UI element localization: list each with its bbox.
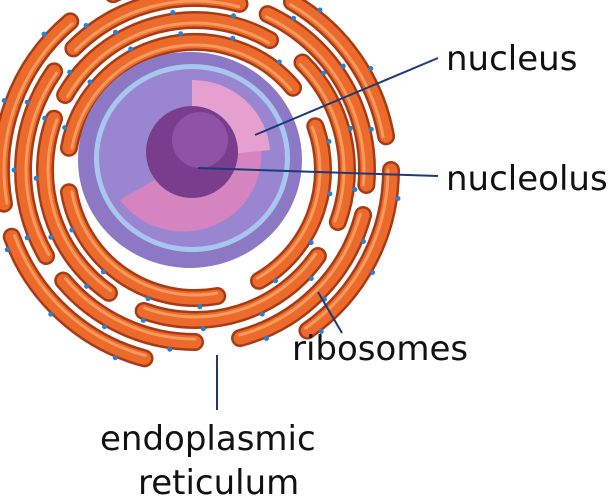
ribosome-dot	[395, 196, 401, 202]
er-cisterna	[298, 63, 346, 223]
ribosome-dot	[87, 79, 93, 85]
ribosome-dot	[327, 191, 333, 197]
er-cisterna	[304, 168, 390, 330]
ribosome-dot	[370, 270, 376, 275]
er-cisterna	[261, 7, 374, 192]
ribosome-dot	[308, 275, 314, 281]
ribosome-dot	[352, 187, 358, 193]
ribosome-dot	[348, 125, 354, 131]
er-cisterna	[70, 190, 219, 297]
nucleolus-label: nucleolus	[446, 159, 608, 199]
ribosome-dot	[84, 283, 90, 289]
ribosome-dot	[62, 125, 68, 131]
ribosome-dot	[167, 346, 173, 352]
er-cisterna	[300, 163, 398, 338]
ribosome-dot	[69, 227, 75, 233]
er-cisterna	[70, 43, 293, 150]
ribosomes-leader-line	[317, 291, 343, 334]
er-cisterna	[13, 234, 147, 357]
ribosome-dot	[83, 22, 89, 28]
er-cisterna	[252, 119, 330, 288]
ribosome-dot	[340, 63, 346, 69]
ribosome-dot	[42, 115, 48, 121]
ribosome-dot	[259, 311, 265, 317]
er-cisterna	[289, 3, 385, 139]
ribosome-dot	[291, 15, 297, 21]
er-cisterna	[64, 277, 197, 341]
ribosome-dot	[326, 139, 332, 145]
ribosome-dot	[48, 311, 54, 317]
er-cisterna	[58, 13, 277, 102]
nucleus-label: nucleus	[446, 39, 577, 79]
ribosomes	[1, 7, 401, 361]
ribosome-dot	[317, 7, 323, 13]
ribosome-dot	[360, 239, 366, 245]
ribosome-dot	[321, 70, 327, 76]
ribosome-dot	[41, 31, 47, 37]
er-cisterna	[0, 14, 77, 211]
er-cisterna	[38, 112, 116, 300]
ribosome-dot	[368, 126, 374, 132]
ribosome-dot	[368, 66, 374, 71]
er-cisterna	[16, 64, 61, 263]
er-cisterna	[56, 274, 202, 349]
ribosome-dot	[24, 235, 30, 241]
ribosome-dot	[230, 35, 236, 41]
ribosome-dot	[24, 99, 30, 105]
er-cisterna	[73, 0, 241, 52]
er-cisterna	[295, 56, 354, 229]
er-cisterna	[24, 71, 59, 256]
ribosome-dot	[102, 324, 107, 330]
ribosomes-label: ribosomes	[292, 329, 468, 369]
ribosome-dot	[273, 278, 279, 284]
er-cisterna	[285, 0, 393, 143]
er-cisterna	[256, 125, 322, 280]
er-label-line2: reticulum	[138, 463, 299, 500]
ribosome-dot	[140, 317, 146, 323]
er-cisterna	[2, 22, 74, 205]
ribosome-dot	[33, 175, 39, 181]
ribosome-dot	[308, 240, 314, 246]
er-cisterna	[46, 118, 113, 292]
nucleus-leader-line	[254, 57, 439, 136]
ribosome-dot	[11, 167, 17, 173]
er-cisterna	[137, 249, 325, 327]
er-cisterna	[264, 15, 366, 187]
er-cisterna	[62, 185, 224, 305]
er-cisterna	[66, 0, 247, 55]
ribosome-dot	[276, 59, 282, 65]
ribosome-dot	[200, 326, 206, 332]
ribosome-dot	[318, 329, 324, 335]
ribosome-dot	[1, 98, 7, 104]
ribosome-dot	[113, 29, 118, 35]
ribosome-dot	[170, 10, 176, 16]
ribosome-dot	[178, 31, 184, 37]
er-cisterna	[237, 212, 362, 337]
ribosome-dot	[4, 247, 10, 253]
nucleolus-leader-line	[197, 167, 439, 177]
nucleolus-highlight	[172, 112, 228, 168]
ribosome-dot	[67, 69, 73, 75]
ribosome-dot	[230, 13, 236, 19]
ribosome-dot	[100, 269, 106, 275]
ribosome-dot	[112, 355, 118, 361]
ribosome-dot	[128, 46, 134, 52]
er-cisterna	[143, 252, 317, 319]
ribosome-dot	[264, 335, 270, 341]
ribosome-dot	[197, 304, 203, 310]
endoplasmic-reticulum	[0, 0, 400, 368]
er-cisterna	[66, 21, 270, 98]
er-label-line1: endoplasmic	[100, 419, 316, 459]
er-cisterna	[62, 35, 300, 155]
ribosome-dot	[48, 234, 54, 240]
nucleus	[78, 52, 302, 268]
ribosome-dot	[145, 296, 151, 302]
er-cisterna	[5, 230, 152, 365]
